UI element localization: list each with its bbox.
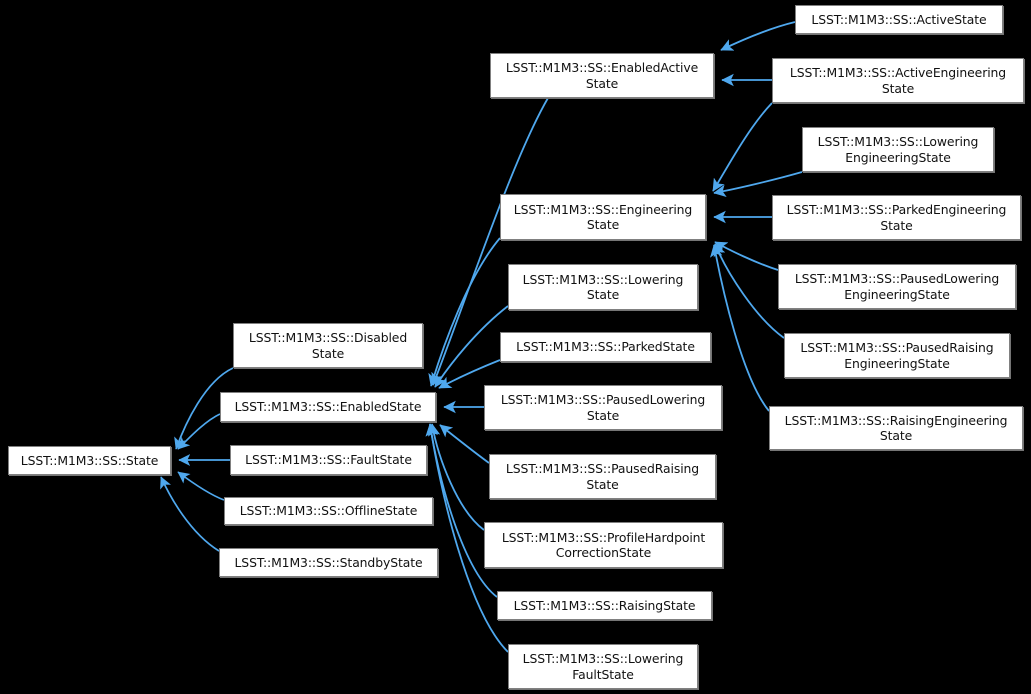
class-node-label: LSST::M1M3::SS::Lowering FaultState <box>522 651 684 682</box>
edge-lowering-state-to-enabled-state <box>434 305 509 388</box>
class-node-parked-state[interactable]: LSST::M1M3::SS::ParkedState <box>500 332 711 362</box>
edge-raising-state-to-enabled-state <box>425 423 498 598</box>
class-node-label: LSST::M1M3::SS::ParkedState <box>516 339 695 355</box>
class-node-label: LSST::M1M3::SS::OfflineState <box>239 503 418 519</box>
class-node-raising-state[interactable]: LSST::M1M3::SS::RaisingState <box>497 591 712 620</box>
class-node-label: LSST::M1M3::SS::PausedRaising State <box>505 461 700 492</box>
edge-lowering-engineering-state-to-engineering-state <box>713 171 803 198</box>
class-node-label: LSST::M1M3::SS::EnabledActive State <box>505 60 699 91</box>
class-node-label: LSST::M1M3::SS::Disabled State <box>248 330 408 361</box>
edge-parked-state-to-enabled-state <box>438 359 501 389</box>
class-node-label: LSST::M1M3::SS::FaultState <box>245 452 412 468</box>
class-node-label: LSST::M1M3::SS::State <box>20 452 159 468</box>
class-node-parked-engineering-state[interactable]: LSST::M1M3::SS::ParkedEngineering State <box>772 195 1021 240</box>
class-node-label: LSST::M1M3::SS::ProfileHardpoint Correct… <box>501 529 706 561</box>
class-node-fault-state[interactable]: LSST::M1M3::SS::FaultState <box>230 445 427 475</box>
class-node-label: LSST::M1M3::SS::Engineering State <box>513 201 693 233</box>
edge-paused-raising-state-to-enabled-state <box>439 424 490 464</box>
class-node-state[interactable]: LSST::M1M3::SS::State <box>8 446 171 475</box>
class-node-label: LSST::M1M3::SS::Lowering EngineeringStat… <box>817 134 979 165</box>
class-node-profile-hardpoint-correction-state[interactable]: LSST::M1M3::SS::ProfileHardpoint Correct… <box>484 522 723 568</box>
class-node-engineering-state[interactable]: LSST::M1M3::SS::Engineering State <box>500 194 706 240</box>
edge-standby-state-to-state <box>160 476 220 552</box>
class-node-label: LSST::M1M3::SS::StandbyState <box>234 554 423 570</box>
class-node-active-state[interactable]: LSST::M1M3::SS::ActiveState <box>795 5 1003 34</box>
class-node-label: LSST::M1M3::SS::EnabledState <box>234 399 422 415</box>
class-node-label: LSST::M1M3::SS::PausedLowering Engineeri… <box>794 271 1000 302</box>
class-node-paused-lowering-engineering-state[interactable]: LSST::M1M3::SS::PausedLowering Engineeri… <box>778 264 1016 309</box>
class-node-label: LSST::M1M3::SS::Lowering State <box>522 271 684 303</box>
class-node-label: LSST::M1M3::SS::PausedRaising Engineerin… <box>800 340 994 371</box>
edge-active-state-to-enabled-active-state <box>720 21 796 51</box>
edge-paused-lowering-eng-state-to-engineering-state <box>714 241 779 271</box>
class-node-enabled-state[interactable]: LSST::M1M3::SS::EnabledState <box>220 392 436 422</box>
class-node-paused-lowering-state[interactable]: LSST::M1M3::SS::PausedLowering State <box>484 385 722 430</box>
class-node-disabled-state[interactable]: LSST::M1M3::SS::Disabled State <box>233 323 423 368</box>
edge-raising-engineering-state-to-engineering-state <box>709 244 770 412</box>
class-node-label: LSST::M1M3::SS::RaisingState <box>513 597 696 613</box>
edge-offline-state-to-state <box>177 471 225 501</box>
class-node-active-engineering-state[interactable]: LSST::M1M3::SS::ActiveEngineering State <box>772 58 1024 103</box>
edge-engineering-state-to-enabled-state <box>428 237 501 387</box>
class-node-lowering-fault-state[interactable]: LSST::M1M3::SS::Lowering FaultState <box>508 644 698 689</box>
class-node-lowering-engineering-state[interactable]: LSST::M1M3::SS::Lowering EngineeringStat… <box>802 127 994 172</box>
edge-enabled-state-to-state <box>177 413 221 450</box>
class-node-standby-state[interactable]: LSST::M1M3::SS::StandbyState <box>219 548 438 577</box>
class-node-label: LSST::M1M3::SS::ParkedEngineering State <box>786 202 1007 233</box>
class-node-label: LSST::M1M3::SS::ActiveState <box>811 11 987 27</box>
class-node-offline-state[interactable]: LSST::M1M3::SS::OfflineState <box>224 497 433 525</box>
class-node-enabled-active-state[interactable]: LSST::M1M3::SS::EnabledActive State <box>490 53 714 98</box>
class-node-label: LSST::M1M3::SS::RaisingEngineering State <box>784 412 1008 444</box>
edge-active-engineering-state-to-engineering-state <box>712 102 773 192</box>
class-node-paused-raising-state[interactable]: LSST::M1M3::SS::PausedRaising State <box>489 454 716 499</box>
class-node-raising-engineering-state[interactable]: LSST::M1M3::SS::RaisingEngineering State <box>769 406 1023 450</box>
class-node-label: LSST::M1M3::SS::PausedLowering State <box>500 392 706 423</box>
edge-profile-hardpoint-state-to-enabled-state <box>427 423 485 531</box>
class-node-paused-raising-engineering-state[interactable]: LSST::M1M3::SS::PausedRaising Engineerin… <box>784 333 1010 378</box>
edge-paused-raising-eng-state-to-engineering-state <box>713 243 785 339</box>
class-node-lowering-state[interactable]: LSST::M1M3::SS::Lowering State <box>508 264 698 310</box>
class-node-label: LSST::M1M3::SS::ActiveEngineering State <box>789 65 1007 96</box>
